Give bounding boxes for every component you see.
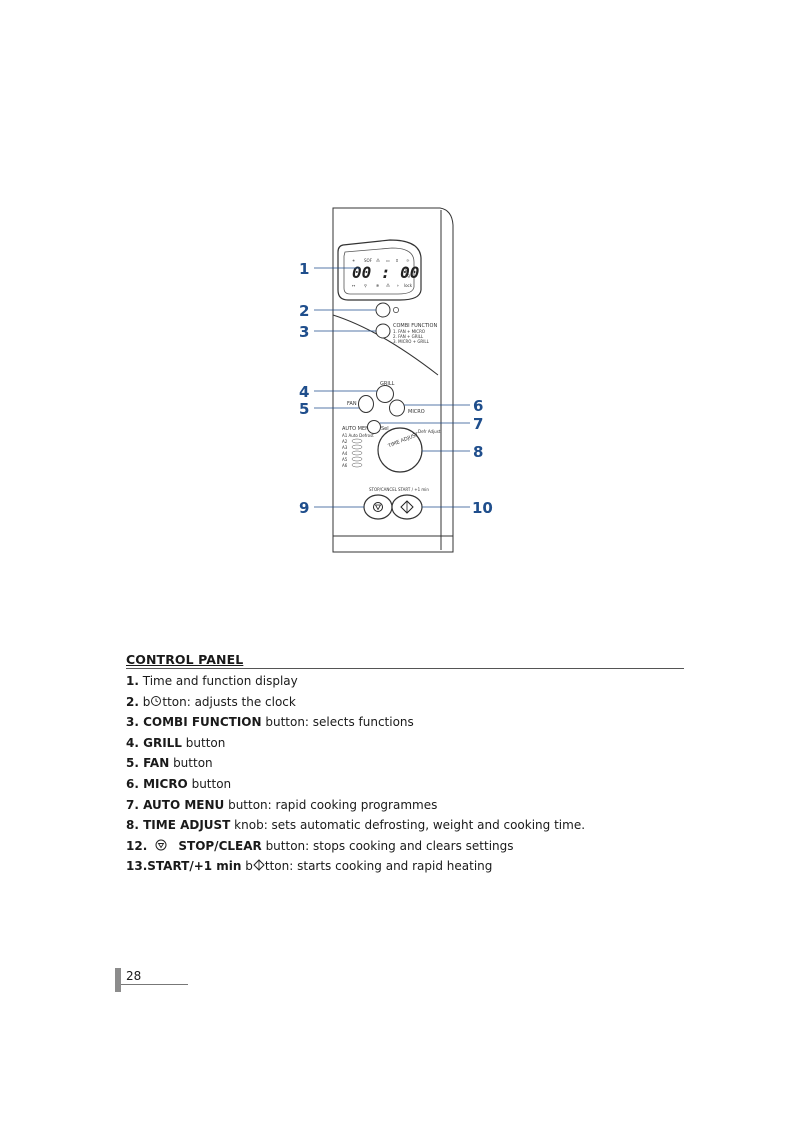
auto-menu-item: A1 Auto Defrost bbox=[342, 433, 374, 438]
start-icon bbox=[253, 859, 265, 872]
display-right-icon: g bbox=[405, 267, 408, 272]
time-function-display: 00 : 00 ⚭ SOF ⁂ ▭ ʬ ☼ g kg ↔ ⚲ ❄ ⁂ ⚬ loc… bbox=[337, 239, 422, 301]
callout-9: 9 bbox=[299, 499, 309, 517]
callout-5: 5 bbox=[299, 400, 309, 418]
list-item: 5. FAN button bbox=[126, 756, 213, 771]
panel-body bbox=[332, 207, 454, 553]
auto-menu-item: A3 bbox=[342, 445, 348, 450]
start-button[interactable] bbox=[391, 494, 423, 520]
callout-3: 3 bbox=[299, 323, 309, 341]
callout-4: 4 bbox=[299, 383, 309, 401]
list-item: 3. COMBI FUNCTION button: selects functi… bbox=[126, 715, 414, 730]
grill-button[interactable] bbox=[376, 385, 394, 403]
combi-line: 1. FAN + MICRO bbox=[393, 329, 425, 334]
display-top-icon: ʬ bbox=[396, 258, 398, 263]
callout-lines bbox=[314, 267, 470, 508]
callout-2: 2 bbox=[299, 302, 309, 320]
list-item: 4. GRILL button bbox=[126, 735, 226, 750]
display-right-icon: kg bbox=[405, 273, 410, 278]
auto-menu-button[interactable] bbox=[367, 420, 381, 434]
display-digits: 00 : 00 bbox=[352, 263, 419, 282]
clock-button[interactable] bbox=[375, 302, 399, 318]
display-top-icon: ▭ bbox=[386, 258, 390, 263]
auto-menu-item: A4 bbox=[342, 451, 348, 456]
clock-icon bbox=[151, 695, 162, 706]
knob-left-label: Sel bbox=[381, 426, 389, 432]
callout-8: 8 bbox=[473, 443, 483, 461]
fan-button[interactable] bbox=[358, 395, 374, 413]
stop-icon bbox=[155, 839, 167, 851]
auto-menu-item: A6 bbox=[342, 463, 348, 468]
list-item: 6. MICRO button bbox=[126, 776, 232, 791]
knob-right-label: Defr Adjust bbox=[418, 429, 441, 434]
list-item: 7. AUTO MENU button: rapid cooking progr… bbox=[126, 797, 438, 812]
micro-button[interactable] bbox=[389, 399, 405, 417]
combi-function-label: COMBI FUNCTION bbox=[393, 323, 437, 329]
auto-menu-item: A5 bbox=[342, 457, 348, 462]
combi-line: 3. MICRO + GRILL bbox=[393, 339, 430, 344]
stop-icon bbox=[373, 502, 383, 512]
start-label: START / +1 min bbox=[398, 487, 429, 492]
display-bottom-icon: ↔ bbox=[352, 283, 356, 288]
footer-rule bbox=[121, 984, 188, 985]
list-item: 1. Time and function display bbox=[126, 674, 298, 688]
combi-line: 2. FAN + GRILL bbox=[393, 334, 424, 339]
page-number: 28 bbox=[126, 969, 142, 983]
display-bottom-icon: ❄ bbox=[376, 283, 380, 288]
stop-cancel-button[interactable] bbox=[363, 494, 393, 520]
micro-label: MICRO bbox=[408, 409, 425, 415]
callout-6: 6 bbox=[473, 397, 483, 415]
display-top-icon: ☼ bbox=[406, 258, 410, 263]
time-adjust-knob[interactable]: TIME ADJUST bbox=[377, 427, 423, 473]
grill-label: GRILL bbox=[380, 381, 395, 387]
auto-menu-item: A2 bbox=[342, 439, 348, 444]
display-bottom-icon: ⁂ bbox=[386, 283, 390, 288]
combi-function-button[interactable] bbox=[375, 323, 391, 339]
list-item: 8. TIME ADJUST knob: sets automatic defr… bbox=[126, 818, 586, 833]
control-panel-diagram: 00 : 00 ⚭ SOF ⁂ ▭ ʬ ☼ g kg ↔ ⚲ ❄ ⁂ ⚬ loc… bbox=[299, 207, 493, 553]
callout-10: 10 bbox=[472, 499, 493, 517]
display-bottom-icon: ⚲ bbox=[364, 283, 367, 288]
auto-menu-label: AUTO MENU bbox=[342, 426, 373, 432]
display-top-icon: ⚭ bbox=[352, 258, 355, 263]
display-top-icon: ⁂ bbox=[376, 258, 380, 263]
callout-7: 7 bbox=[473, 415, 483, 433]
display-top-icon: SOF bbox=[364, 258, 373, 263]
callout-1: 1 bbox=[299, 260, 309, 278]
list-item: 12. STOP/CLEAR button: stops cooking and… bbox=[126, 838, 514, 853]
page-marker-bar bbox=[115, 968, 121, 992]
section-title: CONTROL PANEL bbox=[126, 652, 684, 669]
display-bottom-icon: lock bbox=[404, 283, 413, 288]
display-bottom-icon: ⚬ bbox=[396, 283, 399, 288]
page-footer: 28 bbox=[115, 968, 188, 992]
stop-cancel-label: STOP/CANCEL bbox=[369, 487, 398, 492]
clock-icon bbox=[393, 307, 399, 313]
fan-label: FAN bbox=[347, 401, 357, 407]
